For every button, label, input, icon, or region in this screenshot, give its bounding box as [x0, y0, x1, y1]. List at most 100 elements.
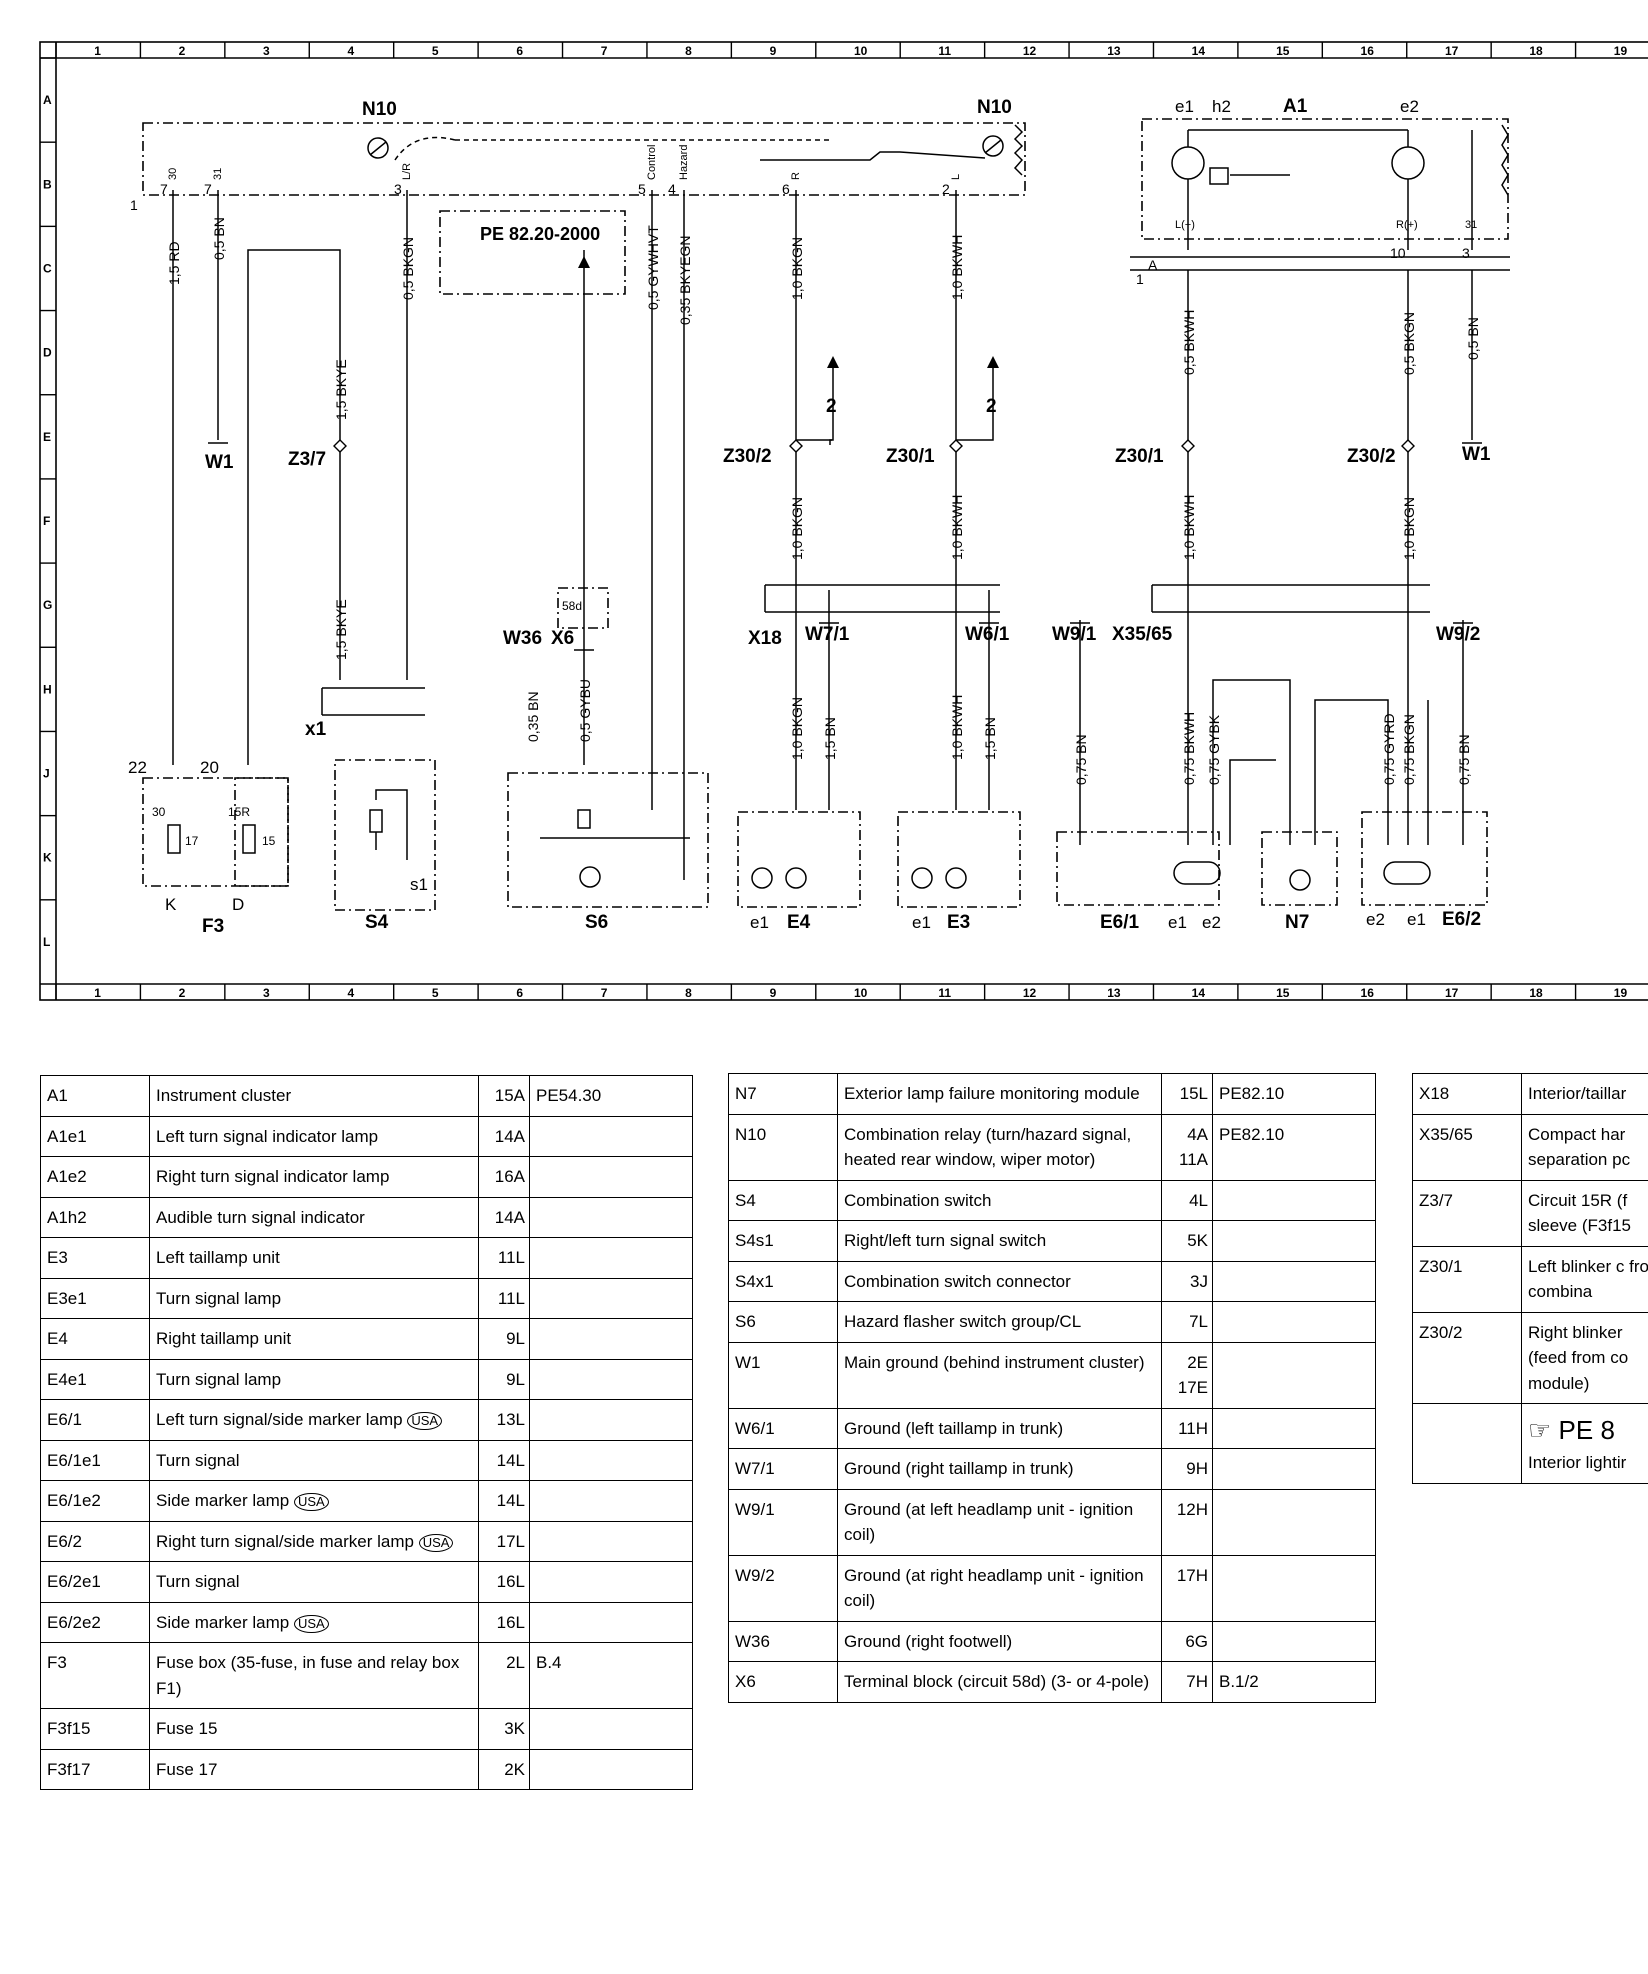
grid-row-label: D — [43, 346, 52, 360]
w36-label: W36 — [503, 628, 542, 649]
legend-desc: Right turn signal indicator lamp — [149, 1156, 479, 1198]
legend-desc: Ground (at left headlamp unit - ignition… — [837, 1488, 1162, 1556]
legend-reference — [529, 1708, 693, 1750]
grid-col-label: 4 — [347, 986, 354, 1000]
grid-row-label: G — [43, 598, 52, 612]
legend-reference — [529, 1480, 693, 1522]
legend-location: 14L — [478, 1439, 530, 1481]
legend-code: N10 — [728, 1113, 838, 1181]
pin-num: 4 — [668, 181, 676, 197]
legend-location: 17L — [478, 1520, 530, 1562]
w9-2-label: W9/2 — [1436, 624, 1480, 645]
legend-location: 9L — [478, 1318, 530, 1360]
wire-label: 1,5 RD — [166, 241, 182, 285]
legend-desc: Main ground (behind instrument cluster) — [837, 1341, 1162, 1409]
legend-reference — [1212, 1554, 1376, 1622]
x6-box — [557, 587, 609, 629]
legend-reference — [529, 1561, 693, 1603]
legend-desc: Right turn signal/side marker lamp USA — [149, 1520, 479, 1562]
pe-ref-box — [439, 210, 626, 295]
legend-location: 15A — [478, 1075, 530, 1117]
grid-row-ticks — [40, 57, 56, 901]
arrow-2-left: 2 — [826, 396, 837, 417]
grid-col-label: 11 — [938, 44, 951, 58]
legend-code: S4 — [728, 1179, 838, 1221]
legend-code: F3 — [40, 1642, 150, 1709]
legend-reference — [529, 1115, 693, 1157]
w1-right-label: W1 — [1462, 444, 1491, 465]
grid-col-label: 11 — [938, 986, 951, 1000]
legend-code: E3e1 — [40, 1277, 150, 1319]
grid-col-label: 12 — [1023, 986, 1037, 1000]
e3-e1: e1 — [912, 913, 931, 932]
f3-15: 15 — [262, 834, 276, 848]
legend-location: 12H — [1161, 1488, 1213, 1556]
pin-num: 7 — [204, 181, 212, 197]
wire-label: 0,75 BKGN — [1401, 714, 1417, 785]
legend-code: E4 — [40, 1318, 150, 1360]
f3-17: 17 — [185, 834, 199, 848]
legend-desc: Exterior lamp failure monitoring module — [837, 1073, 1162, 1115]
s1-label: s1 — [410, 875, 428, 894]
pin-num: 3 — [394, 181, 402, 197]
legend-code: X6 — [728, 1661, 838, 1703]
legend-code: E6/1e2 — [40, 1480, 150, 1522]
legend-code: Z3/7 — [1412, 1179, 1522, 1247]
legend-desc: Combination switch — [837, 1179, 1162, 1221]
legend-code: A1e2 — [40, 1156, 150, 1198]
e4-e1: e1 — [750, 913, 769, 932]
legend-code: A1 — [40, 1075, 150, 1117]
pin-num: 1 — [130, 197, 138, 213]
pin-num: 6 — [782, 181, 790, 197]
grid-col-label: 9 — [770, 986, 777, 1000]
f3-k: K — [165, 895, 177, 914]
s6-box — [507, 772, 709, 908]
legend-code: F3f17 — [40, 1748, 150, 1790]
legend-desc: Interior/taillar — [1521, 1073, 1648, 1115]
pin-label: 30 — [167, 168, 179, 180]
legend-code — [1412, 1403, 1522, 1484]
wire-label: 0,5 BN — [1465, 317, 1481, 360]
pin-label: L/R — [401, 163, 413, 180]
legend-desc: Terminal block (circuit 58d) (3- or 4-po… — [837, 1661, 1162, 1703]
z30-2-right-label: Z30/2 — [1347, 446, 1396, 467]
legend-desc: Ground (left taillamp in trunk) — [837, 1407, 1162, 1449]
legend-location: 3K — [478, 1708, 530, 1750]
grid-row-label: H — [43, 682, 52, 696]
legend-reference — [529, 1156, 693, 1198]
legend-location: 14A — [478, 1115, 530, 1157]
grid-col-label: 16 — [1361, 44, 1375, 58]
grid-row-label: C — [43, 261, 52, 275]
legend-code: S4x1 — [728, 1260, 838, 1302]
f3-30: 30 — [152, 805, 166, 819]
usa-badge: USA — [293, 1614, 329, 1633]
pin-num: 1 — [1136, 271, 1144, 287]
grid-col-label: 5 — [432, 44, 439, 58]
wire-label: 0,75 GYBK — [1206, 714, 1222, 785]
x6-58d: 58d — [562, 599, 582, 613]
grid-col-label: 8 — [685, 986, 692, 1000]
legend-note: Interior lightir — [1528, 1453, 1627, 1472]
e6-2-label: E6/2 — [1442, 909, 1481, 930]
legend-desc: Ground (right taillamp in trunk) — [837, 1448, 1162, 1490]
e6-1-label: E6/1 — [1100, 912, 1140, 933]
legend-code: Z30/1 — [1412, 1245, 1522, 1313]
legend-location: 16L — [478, 1601, 530, 1643]
legend-desc: Compact har separation pc — [1521, 1113, 1648, 1181]
a1-box — [1141, 118, 1509, 240]
legend-desc: Left taillamp unit — [149, 1237, 479, 1279]
n7-box — [1261, 831, 1338, 906]
